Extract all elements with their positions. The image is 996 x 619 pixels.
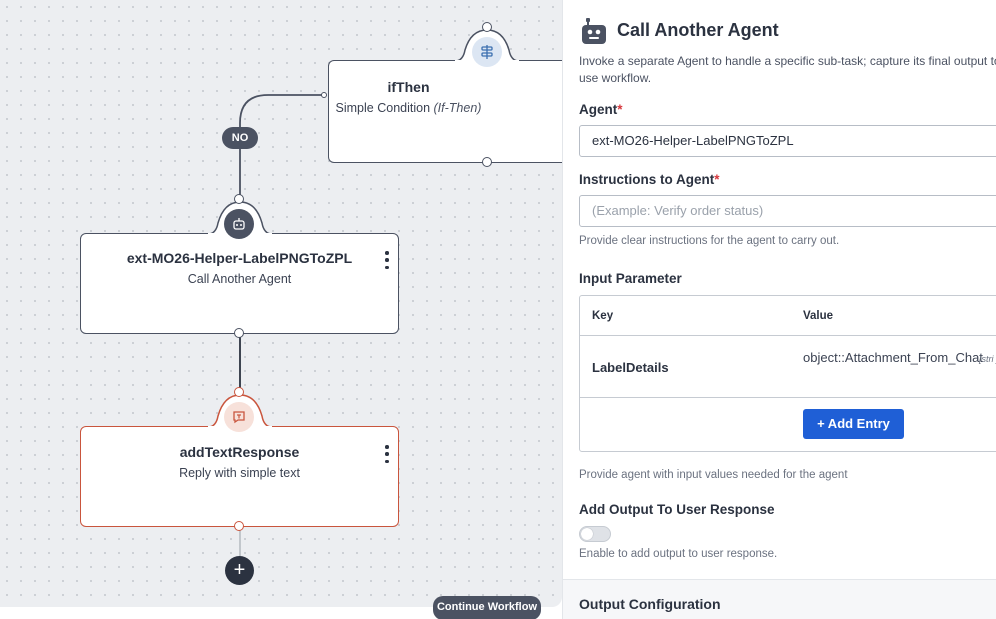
panel-description: Invoke a separate Agent to handle a spec… [579, 54, 996, 85]
text-response-node[interactable]: addTextResponse Reply with simple text [80, 426, 399, 527]
required-marker: * [617, 102, 623, 117]
ifthen-node-subtitle: Simple Condition (If-Then) [329, 101, 568, 115]
table-row[interactable]: LabelDetails object::Attachment_From_Cha… [580, 336, 996, 398]
param-key: LabelDetails [592, 360, 669, 375]
ifthen-top-port[interactable] [482, 22, 492, 32]
instructions-label: Instructions to Agent* [579, 172, 720, 187]
continue-workflow-button[interactable]: Continue Workflow [433, 596, 541, 619]
ifthen-left-port[interactable] [321, 92, 327, 98]
ifthen-bottom-port[interactable] [482, 157, 492, 167]
text-bottom-port[interactable] [234, 521, 244, 531]
output-help-text: Enable to add output to user response. [579, 548, 778, 560]
robot-icon [224, 209, 254, 239]
ifthen-node[interactable]: ifThen Simple Condition (If-Then) [328, 60, 568, 163]
properties-panel: Call Another Agent Invoke a separate Age… [562, 0, 996, 619]
value-column-header: Value [803, 310, 834, 322]
output-toggle-label: Add Output To User Response [579, 502, 775, 517]
output-configuration-title: Output Configuration [579, 596, 721, 612]
ifthen-subtitle-extra: (If-Then) [433, 101, 482, 115]
text-node-title: addTextResponse [179, 444, 300, 460]
ifthen-subtitle-text: Simple Condition [335, 101, 431, 115]
toggle-knob [581, 528, 593, 540]
agent-label: Agent* [579, 102, 623, 117]
section-divider [563, 579, 996, 580]
param-type: [stri ] [979, 354, 996, 364]
text-node-menu-icon[interactable] [381, 445, 393, 463]
no-branch-badge: NO [222, 127, 258, 149]
instructions-input[interactable]: (Example: Verify order status) [579, 195, 996, 227]
agent-node-title: ext-MO26-Helper-LabelPNGToZPL [126, 250, 353, 266]
output-configuration-section[interactable]: Output Configuration [563, 580, 996, 619]
agent-bottom-port[interactable] [234, 328, 244, 338]
param-value[interactable]: object::Attachment_From_Chat [803, 350, 983, 365]
canvas-footer [0, 607, 562, 619]
input-help-text: Provide agent with input values needed f… [579, 469, 848, 481]
instructions-help-text: Provide clear instructions for the agent… [579, 235, 840, 247]
add-entry-button[interactable]: + Add Entry [803, 409, 904, 439]
text-node-subtitle: Reply with simple text [179, 466, 300, 480]
key-column-header: Key [592, 310, 614, 322]
robot-icon [582, 18, 606, 49]
ifthen-node-title: ifThen [387, 79, 430, 95]
panel-title: Call Another Agent [617, 20, 779, 40]
input-parameter-table: Key Value LabelDetails object::Attachmen… [579, 295, 996, 452]
workflow-connectors [239, 94, 324, 556]
agent-node-subtitle: Call Another Agent [187, 272, 292, 286]
output-toggle[interactable] [579, 526, 611, 542]
agent-label-text: Agent [579, 102, 618, 117]
agent-select-field[interactable]: ext-MO26-Helper-LabelPNGToZPL [579, 125, 996, 157]
required-marker: * [714, 172, 720, 187]
connector-no-branch [239, 94, 324, 199]
text-top-port[interactable] [234, 387, 244, 397]
agent-top-port[interactable] [234, 194, 244, 204]
text-message-icon [224, 402, 254, 432]
add-node-button[interactable]: + [225, 556, 254, 585]
input-parameter-label: Input Parameter [579, 271, 682, 286]
table-header: Key Value [580, 296, 996, 336]
condition-icon [472, 37, 502, 67]
agent-node[interactable]: ext-MO26-Helper-LabelPNGToZPL Call Anoth… [80, 233, 399, 334]
instructions-label-text: Instructions to Agent [579, 172, 715, 187]
agent-node-menu-icon[interactable] [381, 251, 393, 269]
